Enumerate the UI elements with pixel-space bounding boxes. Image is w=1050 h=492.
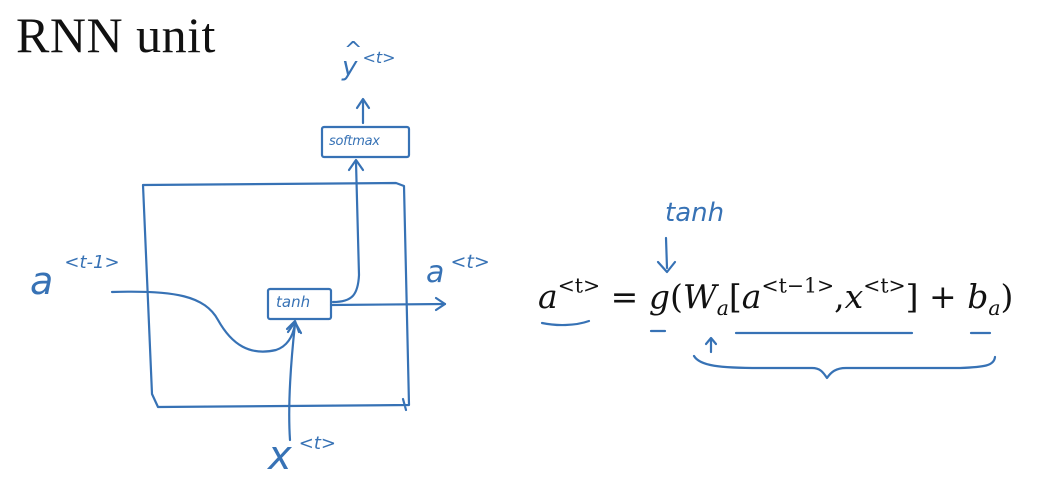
- prev-activation-superscript: <t-1>: [64, 252, 120, 273]
- underline-a-t: [540, 319, 591, 327]
- yhat-label: ^ y <t>: [336, 38, 396, 81]
- output-activation-arrow: [329, 302, 447, 307]
- formula-brace: [692, 354, 997, 380]
- formula-w-sub: a: [716, 296, 729, 321]
- prev-activation-base: a: [30, 259, 54, 303]
- formula-close-bracket: ]: [905, 277, 919, 316]
- prev-activation-label: a <t-1>: [30, 254, 120, 303]
- softmax-box-label: softmax: [329, 134, 380, 149]
- formula-comma: ,: [834, 277, 845, 316]
- x-input-base: x: [268, 433, 292, 479]
- tanh-annotation-arrowhead: [656, 260, 677, 274]
- x-input-label: x <t>: [268, 433, 336, 479]
- tanh-annotation-label: tanh: [665, 198, 725, 228]
- yhat-superscript: <t>: [362, 48, 396, 67]
- formula-lhs-a: a: [538, 277, 558, 316]
- formula-w: W: [682, 277, 717, 316]
- slide-title: RNN unit: [16, 7, 216, 63]
- formula-close-paren: ): [1000, 277, 1014, 316]
- formula-b-sub: a: [988, 296, 1001, 321]
- x-input-arrow: [288, 322, 297, 442]
- formula-a: a: [741, 277, 762, 316]
- yhat-base: y: [342, 52, 358, 82]
- output-activation-superscript: <t>: [450, 251, 490, 273]
- output-activation-base: a: [426, 255, 445, 290]
- formula-open-bracket: [: [728, 277, 742, 316]
- w-up-arrowhead: [704, 336, 718, 346]
- rnn-formula: a<t> = g(Wa[a<t−1>,x<t>] + ba): [538, 275, 1014, 318]
- formula-x-sup: <t>: [863, 273, 906, 298]
- formula-a-sup: <t−1>: [761, 273, 835, 298]
- to-softmax-arrow: [331, 160, 361, 304]
- formula-g: g: [648, 277, 670, 316]
- to-softmax-arrowhead: [347, 158, 365, 172]
- formula-b: b: [967, 277, 989, 316]
- prev-activation-arrow: [110, 290, 297, 353]
- x-input-arrowhead: [286, 320, 303, 335]
- formula-lhs-sup: <t>: [557, 273, 601, 298]
- formula-plus: +: [929, 277, 957, 316]
- x-input-superscript: <t>: [298, 433, 336, 454]
- output-activation-arrowhead: [434, 296, 447, 312]
- to-yhat-arrowhead: [355, 97, 371, 110]
- tanh-annotation-arrow: [664, 236, 669, 270]
- rnn-cell-box: [141, 181, 411, 412]
- softmax-box: [320, 125, 411, 159]
- tanh-box-label: tanh: [276, 293, 311, 311]
- formula-equals: =: [610, 277, 639, 316]
- yhat-hat: ^: [344, 38, 363, 63]
- formula-open-paren: (: [669, 277, 683, 316]
- output-activation-label: a <t>: [426, 253, 490, 290]
- formula-x: x: [844, 277, 864, 316]
